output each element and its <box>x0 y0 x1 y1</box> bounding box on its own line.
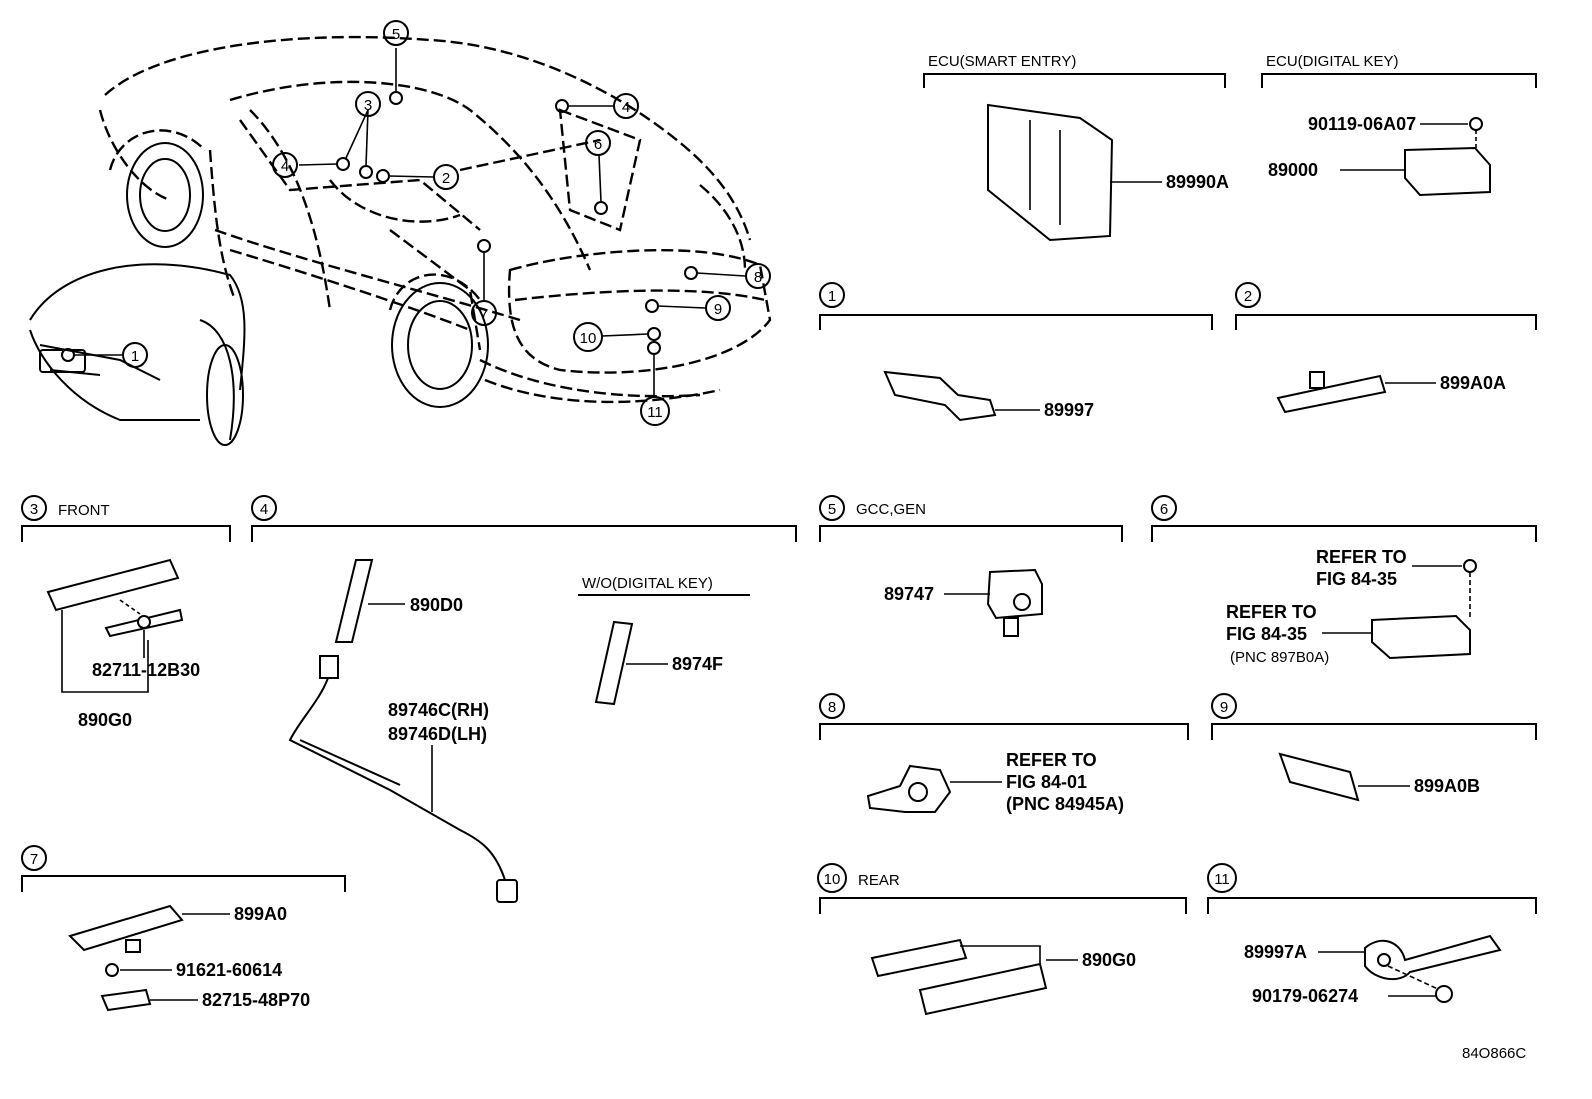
svg-text:6: 6 <box>1160 501 1168 518</box>
section-title: FRONT <box>58 502 110 519</box>
ref-label: FIG 84-01 <box>1006 772 1087 792</box>
svg-text:9: 9 <box>1220 699 1228 716</box>
part-number-890G0-rear: 890G0 <box>1082 950 1136 970</box>
vehicle-callout-bubbles: 5 4 3 6 4 2 8 9 7 10 1 11 <box>122 20 771 426</box>
section-2: 2 899A0A <box>1235 282 1537 414</box>
section-title: ECU(DIGITAL KEY) <box>1266 53 1399 70</box>
section-title: ECU(SMART ENTRY) <box>928 53 1076 70</box>
ref-label: REFER TO <box>1006 750 1097 770</box>
section-ecu-smart-entry: ECU(SMART ENTRY) 89990A <box>923 53 1229 242</box>
part-number-899A0A: 899A0A <box>1440 373 1506 393</box>
section-ecu-digital-key: ECU(DIGITAL KEY) 90119-06A07 89000 <box>1261 53 1537 197</box>
vehicle-overview-illustration <box>29 35 772 446</box>
part-number-89746C-RH: 89746C(RH) <box>388 700 489 720</box>
svg-text:3: 3 <box>30 501 38 518</box>
part-number-89997: 89997 <box>1044 400 1094 420</box>
callout-2: 2 <box>442 170 450 187</box>
section-11: 11 89997A 90179-06274 <box>1207 863 1537 1006</box>
svg-text:4: 4 <box>260 501 268 518</box>
section-3: 3 FRONT 82711-12B30 890G0 <box>21 495 231 730</box>
part-number-899A0B: 899A0B <box>1414 776 1480 796</box>
section-7: 7 899A0 91621-60614 82715-48P70 <box>21 845 346 1012</box>
svg-text:8: 8 <box>828 699 836 716</box>
part-number-89747: 89747 <box>884 584 934 604</box>
part-number-82715-48P70: 82715-48P70 <box>202 990 310 1010</box>
part-number-89997A: 89997A <box>1244 942 1307 962</box>
part-number-82711-12B30: 82711-12B30 <box>92 660 200 680</box>
callout-6: 6 <box>594 136 602 153</box>
part-number-8974F: 8974F <box>672 654 723 674</box>
part-number-89990A: 89990A <box>1166 172 1229 192</box>
ref-label: FIG 84-35 <box>1226 624 1307 644</box>
svg-text:7: 7 <box>30 851 38 868</box>
part-number-89000: 89000 <box>1268 160 1318 180</box>
ref-label: REFER TO <box>1226 602 1317 622</box>
section-title: REAR <box>858 872 900 889</box>
svg-text:5: 5 <box>828 501 836 518</box>
ref-label: REFER TO <box>1316 547 1407 567</box>
part-number-890D0: 890D0 <box>410 595 463 615</box>
section-1: 1 89997 <box>819 282 1213 422</box>
callout-4b: 4 <box>281 158 289 175</box>
section-10: 10 REAR 890G0 <box>817 863 1187 1016</box>
diagram-id: 84O866C <box>1462 1045 1526 1062</box>
callout-10: 10 <box>580 330 597 347</box>
part-number-91621-60614: 91621-60614 <box>176 960 282 980</box>
part-number-890G0: 890G0 <box>78 710 132 730</box>
ref-label: (PNC 84945A) <box>1006 794 1124 814</box>
section-6: 6 REFER TO FIG 84-35 REFER TO FIG 84-35 … <box>1151 495 1537 666</box>
svg-text:2: 2 <box>1244 288 1252 305</box>
ref-label: FIG 84-35 <box>1316 569 1397 589</box>
section-title: GCC,GEN <box>856 501 926 518</box>
ref-label: (PNC 897B0A) <box>1230 649 1329 666</box>
section-8: 8 REFER TO FIG 84-01 (PNC 84945A) <box>819 693 1189 814</box>
callout-5: 5 <box>392 26 400 43</box>
variant-title: W/O(DIGITAL KEY) <box>582 575 713 592</box>
callout-4: 4 <box>622 99 630 116</box>
section-5: 5 GCC,GEN 89747 <box>819 495 1123 637</box>
svg-text:1: 1 <box>828 288 836 305</box>
part-number-90179-06274: 90179-06274 <box>1252 986 1358 1006</box>
callout-3: 3 <box>364 97 372 114</box>
section-4: 4 890D0 89746C(RH) 89746D(LH) W/O(DIGITA… <box>251 495 797 903</box>
svg-text:10: 10 <box>824 871 841 888</box>
part-number-89746D-LH: 89746D(LH) <box>388 724 487 744</box>
callout-7: 7 <box>480 306 488 323</box>
callout-9: 9 <box>714 301 722 318</box>
part-number-899A0: 899A0 <box>234 904 287 924</box>
svg-text:11: 11 <box>1214 871 1230 888</box>
callout-11: 11 <box>647 404 663 421</box>
section-9: 9 899A0B <box>1211 693 1537 802</box>
part-number-bolt: 90119-06A07 <box>1308 114 1416 134</box>
callout-1: 1 <box>131 348 139 365</box>
callout-8: 8 <box>754 269 762 286</box>
